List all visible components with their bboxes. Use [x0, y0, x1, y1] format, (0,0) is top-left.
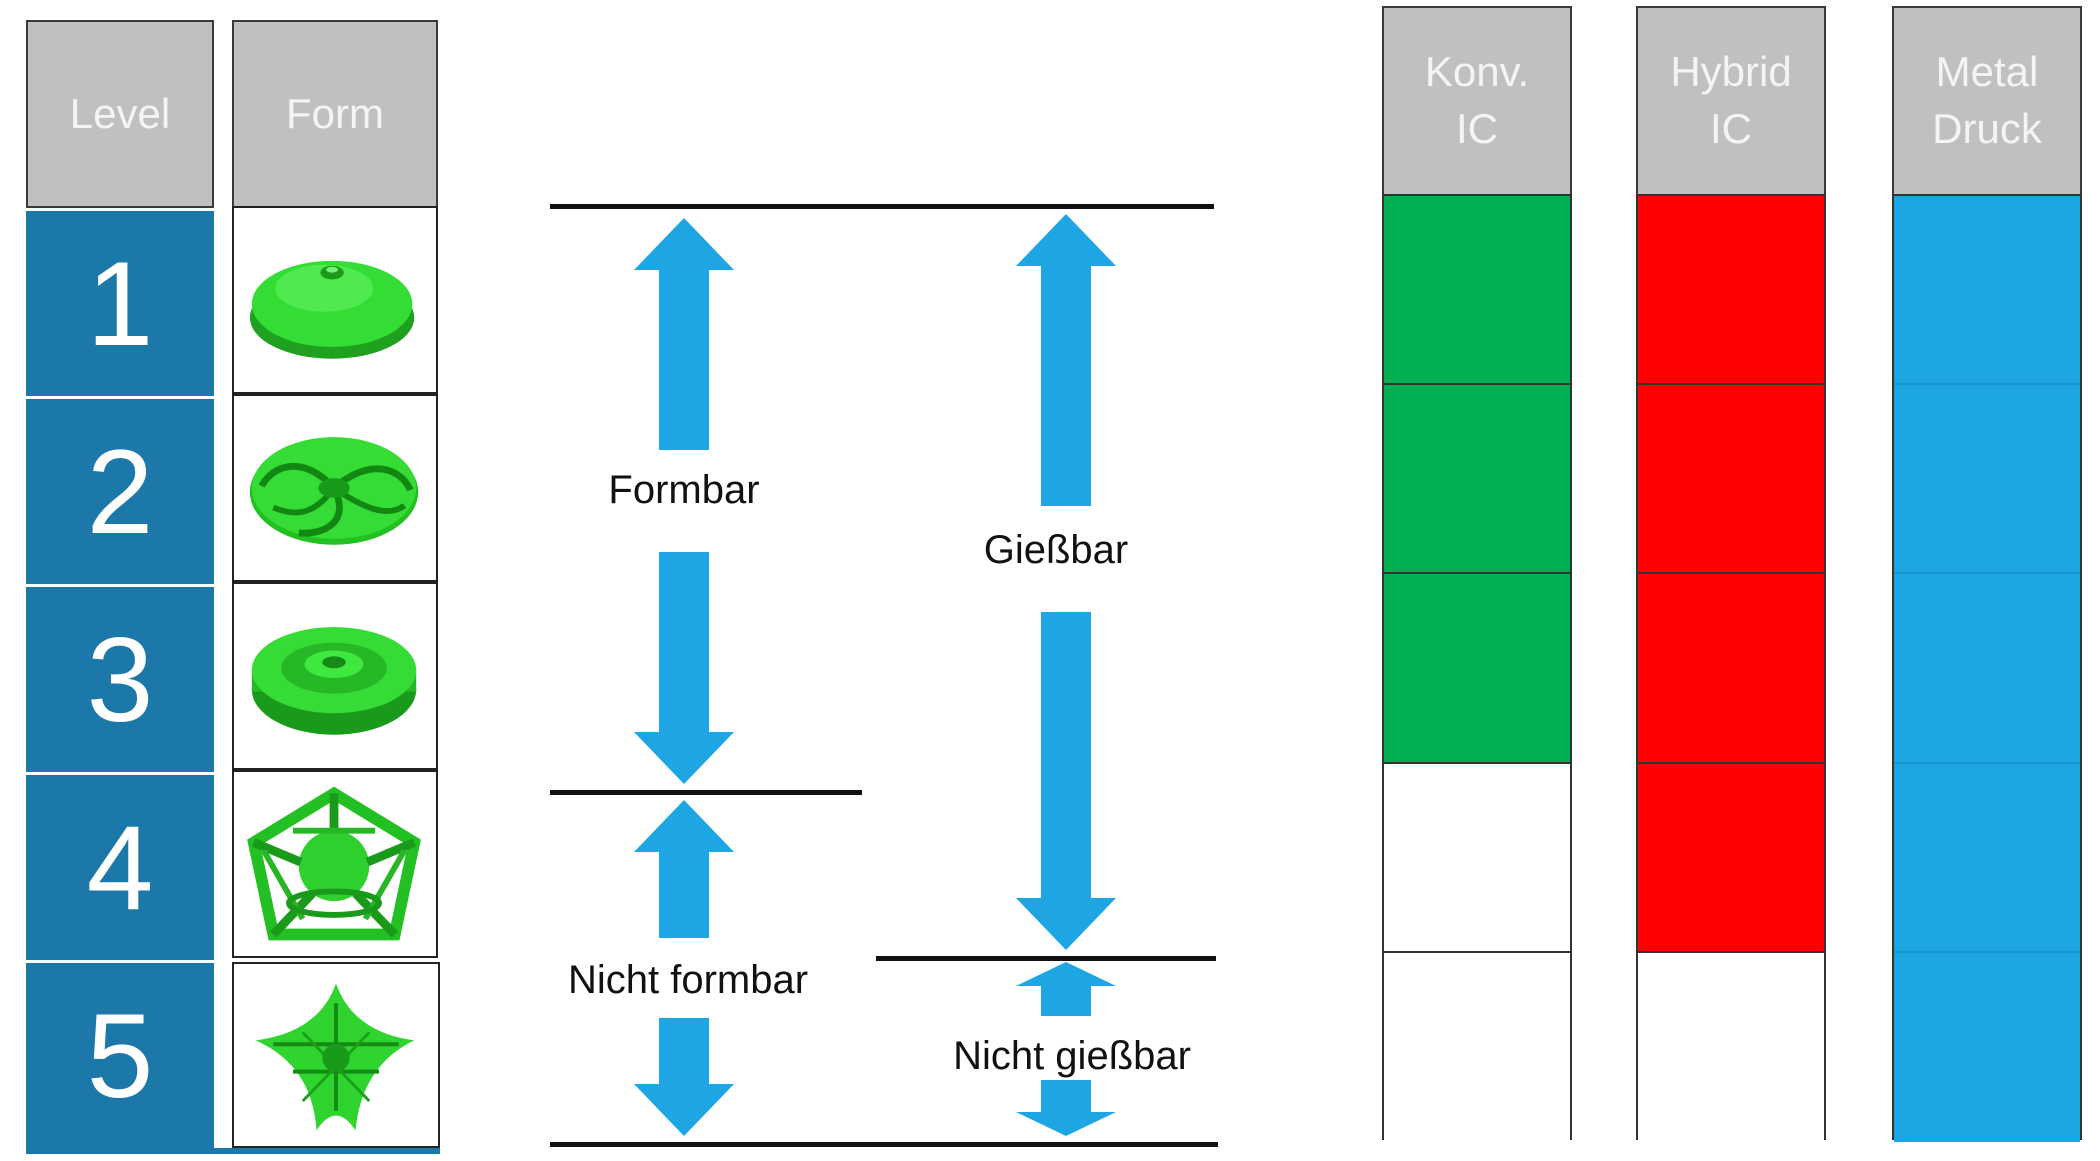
process-cell: [1894, 952, 2080, 1142]
process-cell: [1638, 196, 1824, 386]
header-konv-line2: IC: [1456, 105, 1498, 152]
nicht-formbar-down-arrow: [634, 1018, 734, 1136]
level-number: 5: [86, 988, 154, 1123]
header-hybrid-line2: IC: [1710, 105, 1752, 152]
header-metal-line1: Metal: [1935, 48, 2039, 96]
formbar-up-arrow: [634, 218, 734, 450]
process-cell: [1384, 196, 1570, 386]
form-cell-3: [232, 582, 438, 770]
header-form-label: Form: [286, 89, 384, 137]
form-cell-4: [232, 770, 438, 958]
nicht-giessbar-down-arrow: [1016, 1080, 1116, 1136]
header-level-label: Level: [69, 89, 171, 137]
star-part-image: [255, 983, 415, 1131]
line-giessbar-boundary: [876, 956, 1216, 961]
line-top: [550, 204, 1214, 209]
form-cell-2: [232, 394, 438, 582]
level-number: 2: [86, 424, 154, 559]
impeller-part-image: [249, 437, 419, 545]
process-cell: [1638, 763, 1824, 953]
dome-part-image: [249, 260, 415, 359]
arrow-group: [634, 214, 1116, 1136]
process-cell: [1638, 574, 1824, 764]
header-hybrid-line1: Hybrid: [1670, 48, 1792, 96]
process-cell: [1894, 574, 2080, 764]
level-number: 4: [86, 800, 154, 935]
label-giessbar: Gießbar: [983, 528, 1129, 572]
giessbar-up-arrow: [1016, 214, 1116, 506]
giessbar-down-arrow: [1016, 612, 1116, 950]
process-cell: [1894, 763, 2080, 953]
level-cell-5: 5: [26, 960, 214, 1148]
process-cell: [1384, 574, 1570, 764]
level-cell-1: 1: [26, 208, 214, 396]
hybrid-ic-column: [1636, 194, 1826, 1142]
line-bottom: [550, 1142, 1218, 1147]
level-cell-3: 3: [26, 584, 214, 772]
line-formbar-boundary: [550, 790, 862, 795]
label-nicht-giessbar: Nicht gießbar: [953, 1034, 1191, 1078]
header-hybrid-ic: Hybrid IC: [1636, 6, 1826, 196]
header-level: Level: [26, 20, 214, 208]
nicht-formbar-up-arrow: [634, 800, 734, 938]
header-konv-line1: Konv.: [1424, 48, 1530, 96]
label-nicht-formbar: Nicht formbar: [567, 958, 809, 1002]
process-cell: [1384, 952, 1570, 1142]
metal-druck-column: [1892, 194, 2082, 1142]
process-cell: [1638, 952, 1824, 1142]
konv-ic-column: [1382, 194, 1572, 1142]
label-formbar: Formbar: [608, 468, 760, 512]
nicht-giessbar-up-arrow: [1016, 962, 1116, 1016]
header-konv-ic: Konv. IC: [1382, 6, 1572, 196]
header-metal-line2: Druck: [1932, 105, 2042, 152]
header-metal-druck: Metal Druck: [1892, 6, 2082, 196]
process-cell: [1638, 385, 1824, 575]
level-number: 1: [86, 236, 154, 371]
form-cell-1: [232, 206, 438, 394]
process-cell: [1384, 763, 1570, 953]
pump-part-image: [251, 627, 417, 735]
level-number: 3: [86, 612, 154, 747]
level-cell-2: 2: [26, 396, 214, 584]
level-cell-4: 4: [26, 772, 214, 960]
lattice-part-image: [247, 786, 421, 941]
process-cell: [1384, 385, 1570, 575]
table-bottom-strip: [26, 1148, 440, 1154]
process-cell: [1894, 385, 2080, 575]
process-cell: [1894, 196, 2080, 386]
form-cell-5: [232, 962, 440, 1148]
formbar-down-arrow: [634, 552, 734, 784]
